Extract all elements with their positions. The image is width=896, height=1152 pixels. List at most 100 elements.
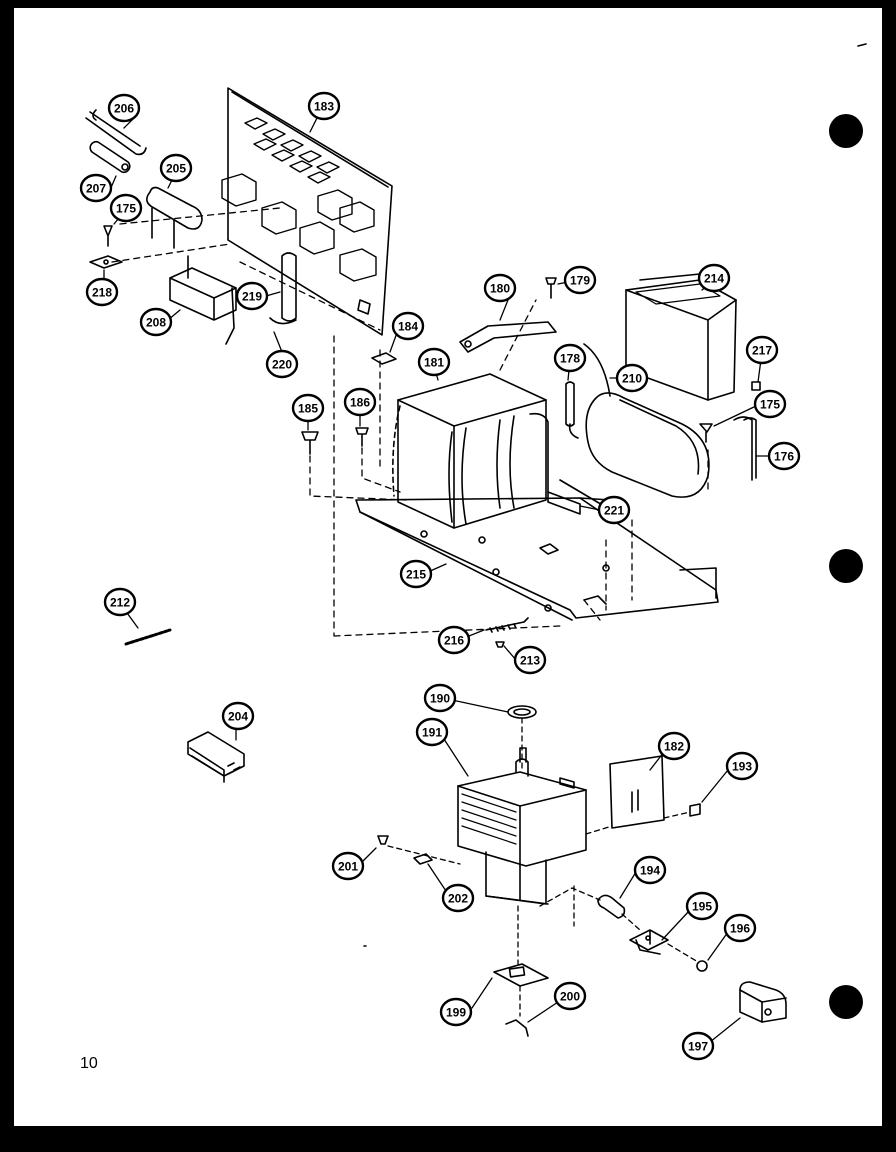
callout-184: 184: [391, 311, 425, 341]
callout-193: 193: [725, 751, 759, 781]
clip-202: [413, 853, 433, 865]
strap-176: [733, 416, 757, 481]
callout-number: 218: [92, 286, 112, 300]
cover-182: [609, 755, 665, 829]
callout-220: 220: [265, 349, 299, 379]
callout-204: 204: [221, 701, 255, 731]
binder-hole-top: [829, 114, 863, 148]
callout-circle: [85, 277, 119, 307]
callout-circle: [697, 263, 731, 293]
callout-circle: [681, 1031, 715, 1061]
lower-right-leaders: [539, 885, 699, 963]
callout-circle: [597, 495, 631, 525]
callout-circle: [109, 193, 143, 223]
callout-207: 207: [79, 173, 113, 203]
screw-185: [301, 431, 319, 455]
callout-circle: [221, 701, 255, 731]
screw-186: [355, 427, 369, 447]
callout-213: 213: [513, 645, 547, 675]
callout-number: 199: [446, 1006, 466, 1020]
callout-number: 213: [520, 654, 540, 668]
callout-number: 215: [406, 568, 426, 582]
callout-number: 178: [560, 352, 580, 366]
callout-circle: [633, 855, 667, 885]
callout-circle: [107, 93, 141, 123]
callout-circle: [437, 625, 471, 655]
screw-175b: [699, 423, 713, 443]
callout-195: 195: [685, 891, 719, 921]
callout-number: 202: [448, 892, 468, 906]
callout-181: 181: [417, 347, 451, 377]
callout-circle: [439, 997, 473, 1027]
callout-number: 219: [242, 290, 262, 304]
callout-215: 215: [399, 559, 433, 589]
callout-circle: [139, 307, 173, 337]
callout-number: 210: [622, 372, 642, 386]
magnetron-191: [457, 747, 587, 905]
callout-212: 212: [103, 587, 137, 617]
screw-175a: [103, 225, 113, 247]
callout-circle: [483, 273, 517, 303]
transformer-leaders: [309, 299, 537, 501]
callout-number: 179: [570, 274, 590, 288]
callout-circle: [235, 281, 269, 311]
clip-184: [371, 352, 397, 365]
callout-circle: [103, 587, 137, 617]
callout-number: 221: [604, 504, 624, 518]
callout-number: 208: [146, 316, 166, 330]
callout-number: 176: [774, 450, 794, 464]
callout-number: 190: [430, 692, 450, 706]
clip-200: [505, 1019, 529, 1037]
cover-leaders: [585, 811, 691, 835]
screw-216: [485, 617, 529, 633]
base-plate-215: [355, 479, 719, 621]
callout-number: 201: [338, 860, 358, 874]
screw-201-leader: [387, 845, 461, 865]
callout-circle: [615, 363, 649, 393]
screw-213: [495, 641, 505, 648]
callout-number: 185: [298, 402, 318, 416]
base-leaders: [583, 519, 633, 621]
callout-number: 200: [560, 990, 580, 1004]
callout-number: 205: [166, 162, 186, 176]
callout-circle: [417, 347, 451, 377]
callout-196: 196: [723, 913, 757, 943]
bracket-195: [629, 929, 669, 955]
gasket-190: [507, 705, 537, 719]
part-194: [597, 894, 626, 919]
capacitor-210: [583, 343, 710, 498]
callout-214: 214: [697, 263, 731, 293]
callout-circle: [291, 393, 325, 423]
callout-circle: [685, 891, 719, 921]
callout-178: 178: [553, 343, 587, 373]
callout-number: 207: [86, 182, 106, 196]
callout-number: 194: [640, 864, 660, 878]
page-number: 10: [80, 1055, 98, 1072]
callout-number: 181: [424, 356, 444, 370]
callout-191: 191: [415, 717, 449, 747]
transformer-181: [392, 373, 549, 529]
callout-221: 221: [597, 495, 631, 525]
callout-201: 201: [331, 851, 365, 881]
callout-number: 204: [228, 710, 248, 724]
callout-number: 191: [422, 726, 442, 740]
bracket-180: [459, 321, 557, 353]
callout-208: 208: [139, 307, 173, 337]
part-221: [547, 491, 581, 515]
part-217: [751, 381, 761, 391]
callout-circle: [331, 851, 365, 881]
callout-number: 214: [704, 272, 724, 286]
callout-circle: [423, 683, 457, 713]
fuse-holder-206: [85, 109, 147, 156]
callout-179: 179: [563, 265, 597, 295]
callout-175: 175: [753, 389, 787, 419]
callout-circle: [657, 731, 691, 761]
part-193: [689, 803, 701, 817]
callout-circle: [553, 981, 587, 1011]
callout-194: 194: [633, 855, 667, 885]
nut-196: [696, 960, 708, 972]
part-219: [269, 252, 297, 325]
fuse-207: [89, 140, 131, 174]
callout-202: 202: [441, 883, 475, 913]
